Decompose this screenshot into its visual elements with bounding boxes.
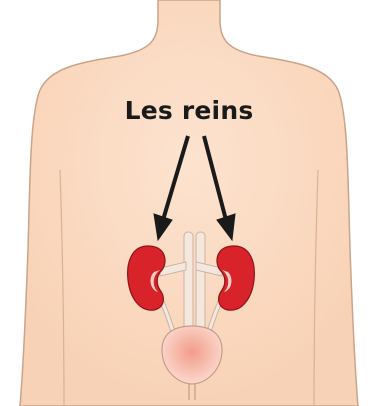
- kidneys-label: Les reins: [0, 96, 378, 125]
